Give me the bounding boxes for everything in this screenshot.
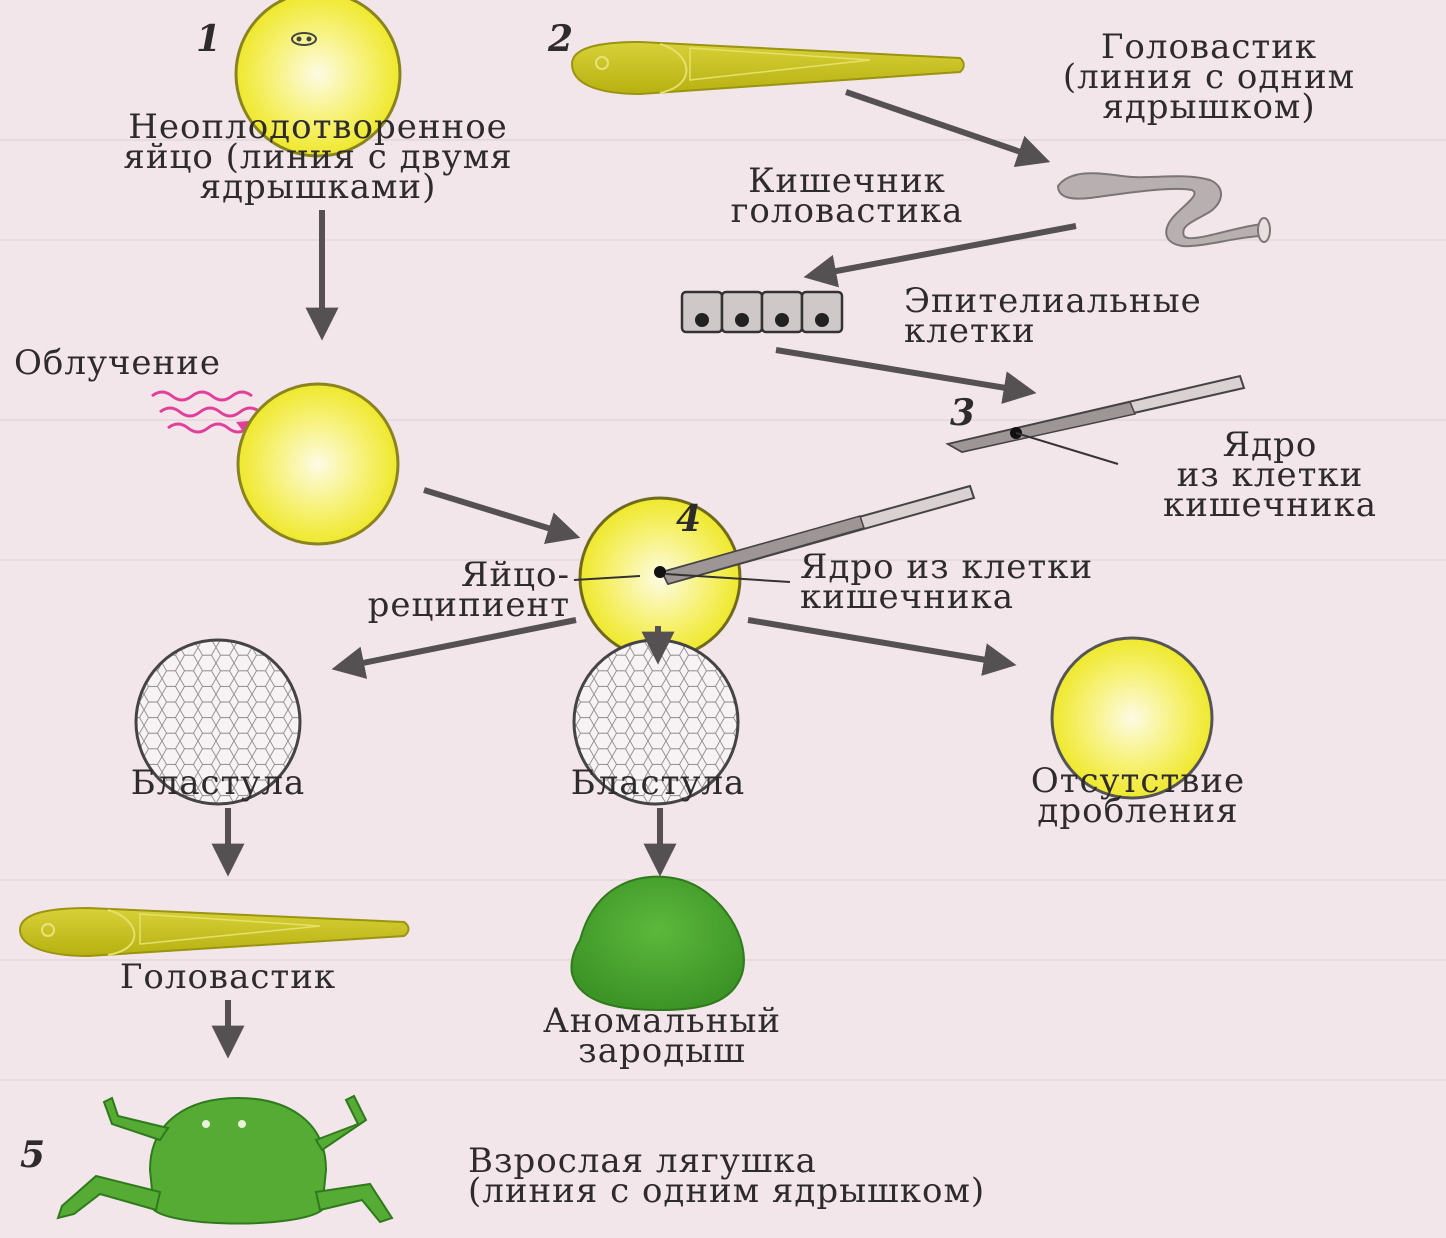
label-epithelial-cells: Эпителиальные клетки — [904, 286, 1404, 346]
arrow-cells-to-pipette — [776, 350, 1030, 392]
step-number-2: 2 — [548, 18, 573, 60]
label-nucleus-in-egg: Ядро из клетки кишечника — [800, 552, 1260, 612]
irradiated-egg — [238, 384, 398, 544]
abnormal-embryo — [571, 877, 743, 1010]
label-tadpole-bottom: Головастик — [38, 962, 418, 992]
label-no-cleavage: Отсутствие дробления — [948, 766, 1328, 826]
label-abnormal-embryo: Аномальный зародыш — [462, 1006, 862, 1066]
step-number-5: 5 — [20, 1134, 45, 1176]
label-adult-frog: Взрослая лягушка (линия с одним ядрышком… — [468, 1146, 1268, 1206]
tadpole-top — [572, 42, 964, 94]
arrow-recipient-to-blastula-left — [338, 620, 576, 668]
label-nucleus-pipette: Ядро из клетки кишечника — [1100, 430, 1440, 520]
arrow-irradiated-to-recipient — [424, 490, 574, 536]
label-tadpole-intestine: Кишечник головастика — [662, 166, 1032, 226]
arrow-recipient-to-no-cleavage — [748, 620, 1010, 664]
label-blastula-left: Бластула — [58, 768, 378, 798]
step-number-1: 1 — [196, 18, 221, 60]
epithelial-cells — [682, 292, 842, 332]
label-recipient-egg: Яйцо- реципиент — [330, 560, 570, 620]
tadpole-bottom — [20, 908, 409, 956]
arrow-intestine-to-cells — [810, 226, 1076, 276]
label-irradiation: Облучение — [14, 348, 374, 378]
step-number-3: 3 — [950, 392, 975, 434]
tadpole-intestine — [1058, 173, 1270, 246]
label-tadpole-top: Головастик (линия с одним ядрышком) — [984, 32, 1434, 122]
step-number-4: 4 — [676, 498, 701, 540]
label-blastula-mid: Бластула — [498, 768, 818, 798]
label-unfertilized-egg: Неоплодотворенное яйцо (линия с двумя яд… — [8, 112, 628, 202]
adult-frog — [58, 1096, 392, 1224]
